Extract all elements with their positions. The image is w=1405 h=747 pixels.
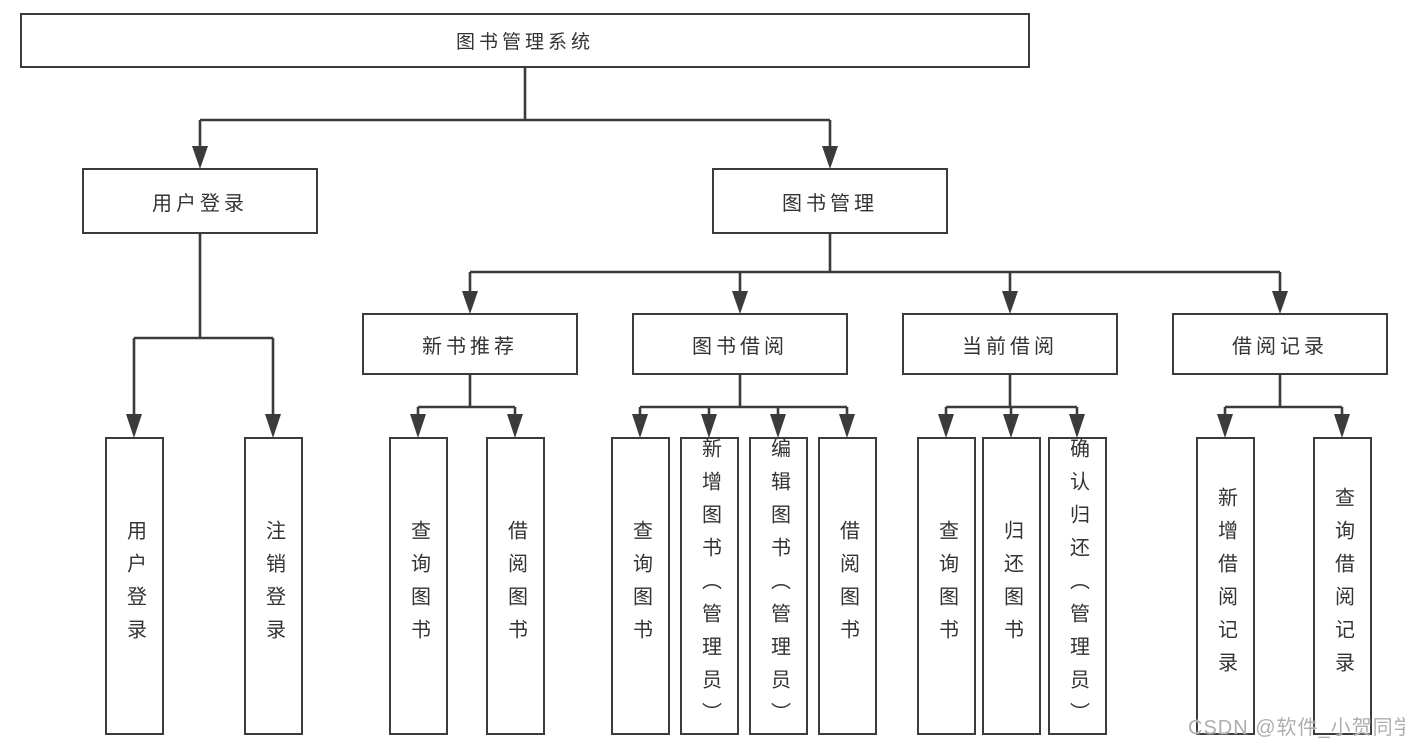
leaf-user-login-label: 用户登录 [123,520,146,652]
connector-book-management-branch [462,234,1288,314]
leaf-confirm-return-admin: 确认归还（管理员） [1048,437,1107,735]
leaf-borrow-books-recommend: 借阅图书 [486,437,545,735]
node-library-system-label: 图书管理系统 [455,32,594,53]
leaf-confirm-return-admin-label: 确认归还（管理员） [1066,437,1089,735]
leaf-return-books: 归还图书 [982,437,1041,735]
connector-current-borrowing-branch [938,375,1085,438]
leaf-add-borrow-record: 新增借阅记录 [1196,437,1255,735]
leaf-add-book-admin: 新增图书（管理员） [680,437,739,735]
leaf-borrow-books-borrowing: 借阅图书 [818,437,877,735]
leaf-query-books-current: 查询图书 [917,437,976,735]
leaf-logout-label: 注销登录 [262,520,285,652]
connector-book-borrowing-branch [632,375,855,438]
leaf-edit-book-admin: 编辑图书（管理员） [749,437,808,735]
node-library-system: 图书管理系统 [20,13,1030,68]
node-book-management: 图书管理 [712,168,948,234]
leaf-query-borrow-record-label: 查询借阅记录 [1331,487,1354,685]
leaf-return-books-label: 归还图书 [1000,520,1023,652]
leaf-query-books-recommend-label: 查询图书 [407,520,430,652]
connector-root-to-level2 [192,68,838,169]
leaf-query-books-recommend: 查询图书 [389,437,448,735]
leaf-query-books-current-label: 查询图书 [935,520,958,652]
leaf-query-books-borrowing: 查询图书 [611,437,670,735]
node-book-borrowing: 图书借阅 [632,313,848,375]
node-current-borrowing: 当前借阅 [902,313,1118,375]
node-borrowing-records: 借阅记录 [1172,313,1388,375]
leaf-borrow-books-borrowing-label: 借阅图书 [836,520,859,652]
node-book-borrowing-label: 图书借阅 [692,335,788,358]
connector-borrowing-records-branch [1217,375,1350,438]
node-new-book-recommendation-label: 新书推荐 [422,335,518,358]
leaf-user-login: 用户登录 [105,437,164,735]
leaf-logout: 注销登录 [244,437,303,735]
node-user-login: 用户登录 [82,168,318,234]
connector-user-login-branch [126,234,281,438]
node-current-borrowing-label: 当前借阅 [962,335,1058,358]
node-book-management-label: 图书管理 [782,192,878,215]
node-user-login-label: 用户登录 [152,192,248,215]
csdn-watermark: CSDN @软件_小贺同学 [1188,717,1405,739]
leaf-borrow-books-recommend-label: 借阅图书 [504,520,527,652]
leaf-query-books-borrowing-label: 查询图书 [629,520,652,652]
leaf-edit-book-admin-label: 编辑图书（管理员） [767,437,790,735]
leaf-add-borrow-record-label: 新增借阅记录 [1214,487,1237,685]
leaf-query-borrow-record: 查询借阅记录 [1313,437,1372,735]
connector-new-book-branch [410,375,523,438]
node-new-book-recommendation: 新书推荐 [362,313,578,375]
leaf-add-book-admin-label: 新增图书（管理员） [698,437,721,735]
node-borrowing-records-label: 借阅记录 [1232,335,1328,358]
